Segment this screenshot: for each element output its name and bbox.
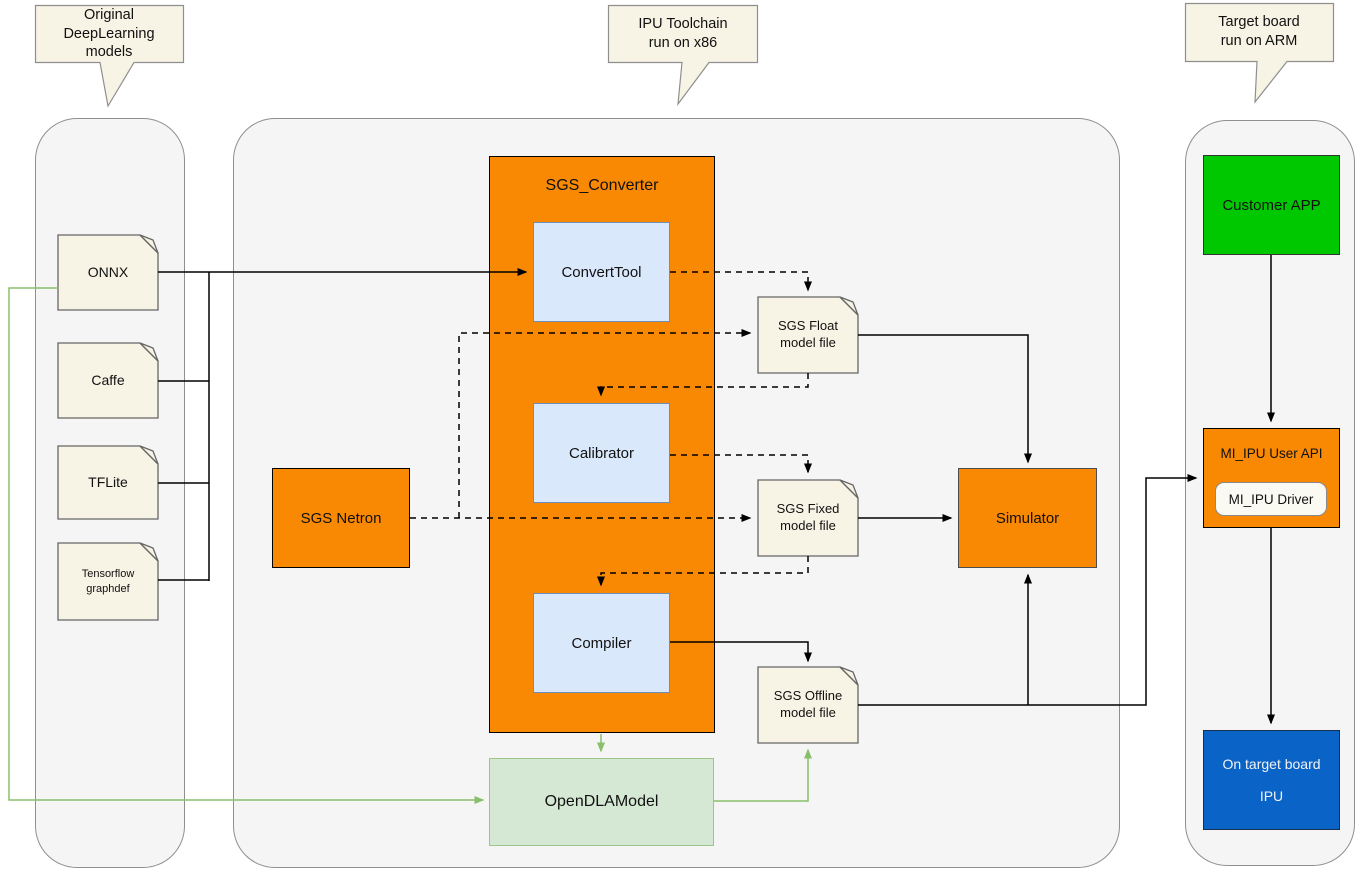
doc-label-tensorflow-graphdef: Tensorflow graphdef [58, 543, 158, 620]
opendla-label: OpenDLAModel [544, 793, 659, 810]
callout-target-board-label: Target board run on ARM [1218, 14, 1300, 49]
sgs-float-label: SGS Float model file [778, 318, 838, 350]
box-ipu: On target board IPU [1203, 730, 1340, 830]
tensorflow-graphdef-label: Tensorflow graphdef [81, 568, 135, 595]
compiler-label: Compiler [571, 634, 632, 652]
box-simulator: Simulator [958, 468, 1097, 568]
onnx-label: ONNX [87, 264, 129, 281]
box-compiler: Compiler [533, 593, 670, 693]
doc-label-sgs-float: SGS Float model file [758, 297, 858, 373]
sgs-fixed-label: SGS Fixed model file [776, 501, 840, 533]
box-customer-app: Customer APP [1203, 155, 1340, 255]
simulator-label: Simulator [995, 509, 1060, 527]
mi-ipu-user-api-label: MI_IPU User API [1220, 446, 1323, 461]
callout-target-board: Target board run on ARM [1185, 3, 1333, 61]
box-calibrator: Calibrator [533, 403, 670, 503]
customer-app-label: Customer APP [1222, 196, 1321, 214]
box-opendla: OpenDLAModel [489, 758, 714, 846]
doc-label-onnx: ONNX [58, 235, 158, 310]
ipu-label: On target board IPU [1222, 756, 1321, 804]
sgs-netron-label: SGS Netron [300, 509, 382, 527]
box-mi-ipu-user-api: MI_IPU User API MI_IPU Driver [1203, 428, 1340, 528]
tflite-label: TFLite [88, 474, 128, 491]
callout-ipu-toolchain-label: IPU Toolchain run on x86 [638, 15, 728, 51]
pill-mi-ipu-driver: MI_IPU Driver [1215, 482, 1327, 516]
callout-original-models-label: Original DeepLearning models [63, 7, 155, 61]
callout-ipu-toolchain: IPU Toolchain run on x86 [608, 5, 758, 62]
calibrator-label: Calibrator [568, 444, 635, 462]
mi-ipu-driver-label: MI_IPU Driver [1228, 491, 1314, 507]
box-converttool: ConvertTool [533, 222, 670, 322]
sgs-converter-title: SGS_Converter [545, 177, 659, 194]
doc-label-tflite: TFLite [58, 446, 158, 519]
callout-original-models: Original DeepLearning models [35, 5, 183, 63]
caffe-label: Caffe [91, 372, 125, 389]
doc-label-caffe: Caffe [58, 343, 158, 418]
converttool-label: ConvertTool [561, 263, 642, 281]
doc-label-sgs-fixed: SGS Fixed model file [758, 480, 858, 556]
sgs-offline-label: SGS Offline model file [773, 688, 843, 720]
box-sgs-netron: SGS Netron [272, 468, 410, 568]
doc-label-sgs-offline: SGS Offline model file [758, 667, 858, 743]
